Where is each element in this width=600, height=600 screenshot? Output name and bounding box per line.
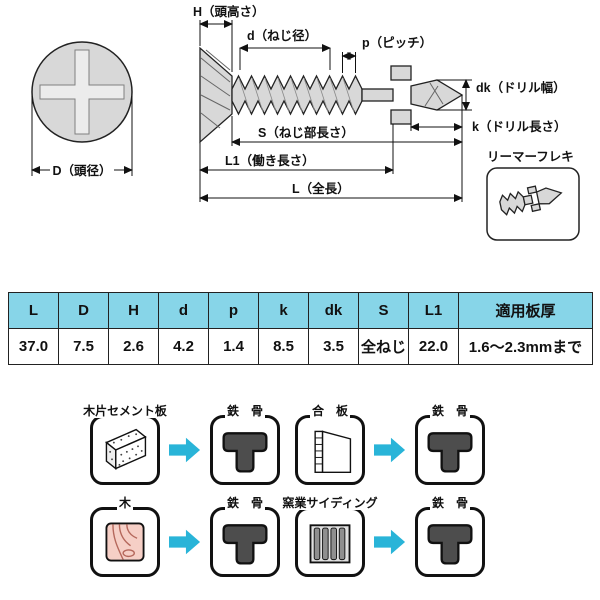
- thread: [231, 74, 363, 116]
- dim-label-L: L（全長）: [292, 181, 350, 196]
- dim-label-d: d（ねじ径）: [247, 28, 317, 43]
- spec-header-D: D: [58, 292, 109, 329]
- material-box-steel-2: 鉄 骨: [415, 404, 485, 485]
- screw-technical-drawing: D（頭径）: [31, 4, 580, 241]
- spec-value-d: 4.2: [158, 328, 209, 365]
- material-label-plywood: 合 板: [309, 404, 351, 418]
- dim-label-H: H（頭高さ）: [193, 4, 265, 19]
- material-box-plywood: 合 板: [295, 404, 365, 485]
- arrow-right-icon: [169, 529, 201, 555]
- reamer-detail: リーマーフレキ: [486, 150, 580, 241]
- steel-frame-icon: [427, 432, 473, 473]
- screw-side-view: [199, 46, 464, 144]
- ceramic-siding-icon: [309, 524, 351, 564]
- dimension-lines: H（頭高さ） d（ねじ径） p（ピッチ） dk（ドリル幅） k（ドリル長さ） S…: [193, 4, 566, 202]
- material-box-wood: 木: [90, 496, 160, 577]
- dim-label-D: D（頭径）: [52, 163, 111, 178]
- wood-cement-board-icon: [105, 428, 147, 471]
- reamer-wing-top: [390, 65, 412, 81]
- thread-helix-lines: [238, 77, 355, 113]
- spec-header-L: L: [8, 292, 59, 329]
- spec-value-S: 全ねじ: [358, 328, 409, 365]
- reamer-mini-screw: [499, 185, 563, 216]
- material-box-steel-3: 鉄 骨: [210, 496, 280, 577]
- material-box-wood-cement-board: 木片セメント板: [81, 404, 169, 485]
- material-label-wood-cement-board: 木片セメント板: [81, 404, 169, 418]
- spec-value-L1: 22.0: [408, 328, 459, 365]
- material-label-wood: 木: [116, 496, 134, 510]
- applications-section: 木片セメント板 鉄 骨 合 板: [81, 404, 600, 577]
- phillips-cross-icon: [39, 49, 125, 135]
- spec-value-k: 8.5: [258, 328, 309, 365]
- spec-table: L D H d p k dk S L1 適用板厚 37.0 7.5 2.6 4.…: [8, 292, 593, 365]
- material-box-ceramic-siding: 窯業サイディング: [280, 496, 380, 577]
- dim-label-k: k（ドリル長さ）: [472, 119, 566, 134]
- arrow-right-icon: [169, 437, 201, 463]
- spec-value-D: 7.5: [58, 328, 109, 365]
- spec-header-p: p: [208, 292, 259, 329]
- material-box-steel-1: 鉄 骨: [210, 404, 280, 485]
- arrow-right-icon: [374, 529, 406, 555]
- steel-frame-icon: [222, 524, 268, 565]
- spec-header-d: d: [158, 292, 209, 329]
- steel-frame-icon: [222, 432, 268, 473]
- dim-label-S: S（ねじ部長さ）: [258, 125, 354, 140]
- screw-head-front-view: D（頭径）: [31, 41, 133, 178]
- spec-value-p: 1.4: [208, 328, 259, 365]
- application-pair-3: 木 鉄 骨: [90, 496, 295, 577]
- reamer-label: リーマーフレキ: [487, 150, 574, 164]
- material-label-steel-2: 鉄 骨: [429, 404, 471, 418]
- spec-header-plate-thickness: 適用板厚: [458, 292, 593, 329]
- material-label-steel-3: 鉄 骨: [224, 496, 266, 510]
- dim-label-L1: L1（働き長さ）: [225, 153, 315, 168]
- spec-header-L1: L1: [408, 292, 459, 329]
- spec-value-plate-thickness: 1.6～2.3mmまで: [458, 328, 593, 365]
- spec-header-row: L D H d p k dk S L1 適用板厚: [8, 292, 593, 329]
- spec-header-k: k: [258, 292, 309, 329]
- spec-header-S: S: [358, 292, 409, 329]
- reamer-wing-bottom: [390, 109, 412, 125]
- spec-value-row: 37.0 7.5 2.6 4.2 1.4 8.5 3.5 全ねじ 22.0 1.…: [8, 328, 593, 365]
- spec-header-H: H: [108, 292, 159, 329]
- material-box-steel-4: 鉄 骨: [415, 496, 485, 577]
- spec-value-H: 2.6: [108, 328, 159, 365]
- dim-label-p: p（ピッチ）: [362, 35, 432, 50]
- material-label-steel-1: 鉄 骨: [224, 404, 266, 418]
- drill-point: [410, 79, 464, 111]
- arrow-right-icon: [374, 437, 406, 463]
- reamer-box: [486, 167, 580, 241]
- application-pair-2: 合 板 鉄 骨: [295, 404, 500, 485]
- spec-header-dk: dk: [308, 292, 359, 329]
- material-label-steel-4: 鉄 骨: [429, 496, 471, 510]
- spec-value-dk: 3.5: [308, 328, 359, 365]
- wood-icon: [105, 522, 145, 562]
- spec-value-L: 37.0: [8, 328, 59, 365]
- steel-frame-icon: [427, 524, 473, 565]
- material-label-ceramic-siding: 窯業サイディング: [280, 496, 380, 510]
- application-pair-4: 窯業サイディング 鉄 骨: [280, 496, 500, 577]
- application-pair-1: 木片セメント板 鉄 骨: [81, 404, 295, 485]
- plywood-icon: [314, 430, 352, 473]
- dim-label-dk: dk（ドリル幅）: [476, 80, 566, 95]
